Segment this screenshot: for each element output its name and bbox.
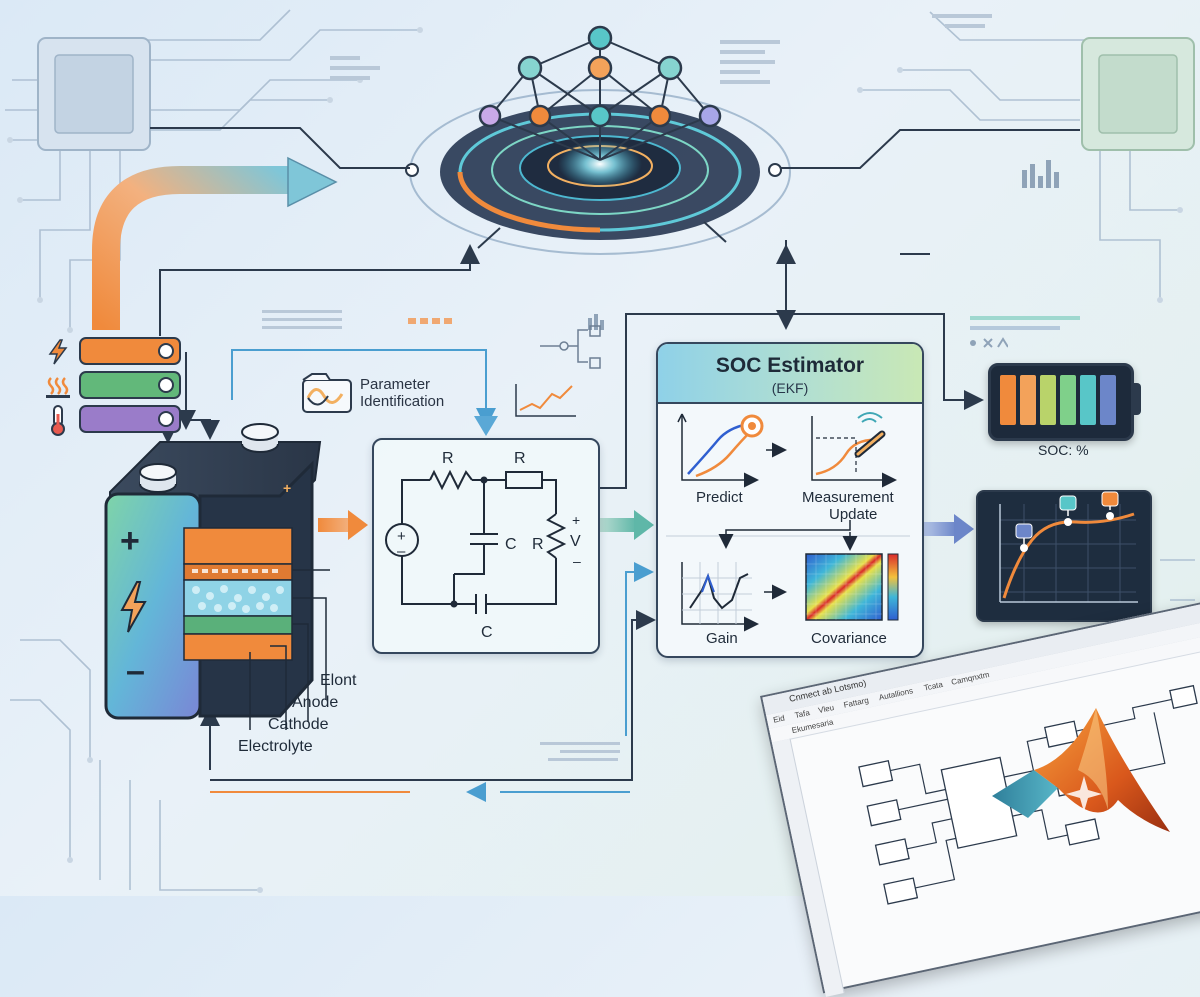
layer-label-cathode: Cathode (268, 716, 329, 733)
soc-trajectory-panel (976, 490, 1152, 622)
circuit-label-v-plus: + (572, 512, 581, 528)
equivalent-circuit-diagram (385, 469, 567, 614)
flow-arrows (92, 127, 1080, 802)
connector-node-icon (540, 325, 601, 369)
parameter-identification-label-2: Identification (360, 393, 445, 410)
lightning-icon (48, 339, 68, 365)
soc-gauge-cells (1000, 375, 1116, 425)
input-bars (79, 337, 181, 433)
battery-small-plus-symbol: + (283, 480, 292, 496)
probe-icon (854, 412, 886, 458)
lightning-icon (120, 581, 147, 633)
battery-minus-symbol: – (126, 652, 145, 690)
layer-label-anode: Anode (292, 694, 339, 711)
circuit-label-v-minus: – (573, 553, 581, 569)
circuit-label-r2: R (514, 450, 526, 467)
soc-predict-label: Predict (696, 489, 743, 506)
chip-icon (1081, 37, 1195, 151)
trend-chart-icon (515, 384, 576, 417)
soc-measurement-label-2: Update (829, 506, 878, 523)
soc-estimator-header: SOC Estimator (EKF) (658, 344, 922, 404)
matlab-logo-icon (992, 708, 1170, 832)
simulink-menu-item[interactable]: Tafa (793, 708, 811, 721)
battery-cell (104, 423, 330, 730)
window-controls-icon (970, 337, 1008, 348)
neural-network-icon (405, 25, 791, 255)
marker-icon (1015, 491, 1119, 544)
circuit-source-minus: – (397, 543, 406, 560)
soc-estimator-graphics (666, 412, 910, 632)
layer-label-elont: Elont (320, 672, 357, 689)
simulink-menu-item[interactable]: Eid (772, 713, 786, 725)
circuit-label-c2: C (481, 624, 493, 641)
soc-estimator-title: SOC Estimator (715, 354, 865, 377)
simulink-menu-item[interactable]: Tcata (923, 679, 944, 693)
circuit-label-r1: R (442, 450, 454, 467)
thermometer-icon (51, 405, 65, 436)
soc-gain-label: Gain (706, 630, 738, 647)
soc-covariance-label: Covariance (811, 630, 887, 647)
circuit-label-c1: C (505, 536, 517, 553)
circuit-label-r-load: R (532, 536, 544, 553)
chip-icon (37, 37, 151, 151)
parameter-identification-icon (302, 373, 352, 413)
soc-measurement-label-1: Measurement (802, 489, 894, 506)
circuit-source-plus: + (397, 528, 406, 545)
simulink-menu-item[interactable]: Vleu (817, 702, 835, 716)
soc-estimator-subtitle: (EKF) (771, 380, 809, 396)
circuit-label-v: V (570, 533, 581, 550)
soc-battery-cap (1131, 383, 1141, 415)
layer-label-electrolyte: Electrolyte (238, 738, 313, 755)
soc-trajectory-chart (999, 491, 1138, 603)
parameter-identification-label-1: Parameter (360, 376, 431, 393)
battery-plus-symbol: + (120, 522, 140, 560)
heat-icon (46, 377, 70, 398)
soc-output-label: SOC: % (1038, 442, 1089, 458)
